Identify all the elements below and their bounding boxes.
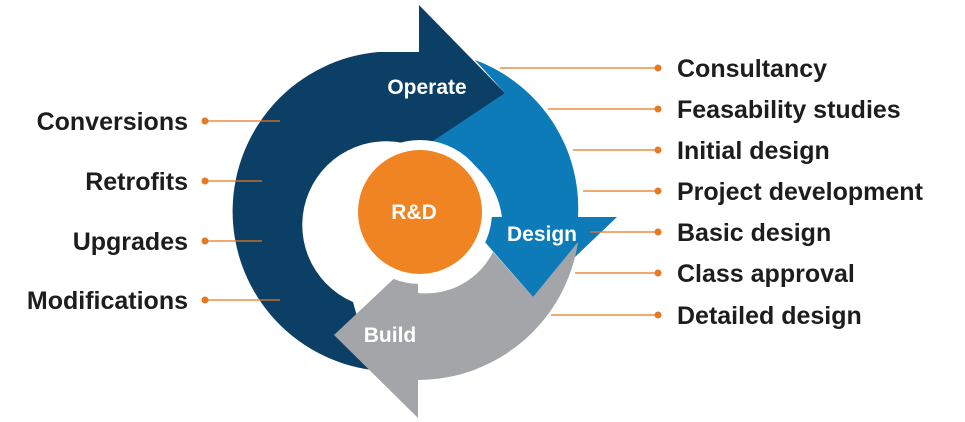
operate-arrow xyxy=(232,5,506,370)
right-item-consultancy: Consultancy xyxy=(677,55,827,83)
left-item-retrofits: Retrofits xyxy=(85,168,188,196)
right-item-initial-design: Initial design xyxy=(677,137,830,165)
left-item: Conversions xyxy=(37,108,280,136)
design-arrow xyxy=(427,60,617,297)
left-item-upgrades: Upgrades xyxy=(73,228,188,256)
right-item-basic-design: Basic design xyxy=(677,219,831,247)
leader-dot xyxy=(654,146,662,154)
leader-dot xyxy=(654,187,662,195)
right-item: Project development xyxy=(583,178,924,206)
rd-label: R&D xyxy=(391,201,437,224)
right-item: Feasability studies xyxy=(548,96,901,124)
right-items: Consultancy Feasability studies Initial … xyxy=(500,55,924,330)
left-item-conversions: Conversions xyxy=(37,108,188,136)
leader-dot xyxy=(654,228,662,236)
left-item-modifications: Modifications xyxy=(27,287,188,315)
leader-dot xyxy=(654,105,662,113)
leader-dot xyxy=(201,177,209,185)
leader-dot xyxy=(201,117,209,125)
right-item-class-approval: Class approval xyxy=(677,260,855,288)
left-item: Upgrades xyxy=(73,228,262,256)
build-label: Build xyxy=(364,324,417,347)
right-item: Initial design xyxy=(573,137,830,165)
leader-dot xyxy=(654,311,662,319)
right-item: Consultancy xyxy=(500,55,827,83)
leader-dot xyxy=(201,296,209,304)
left-item: Retrofits xyxy=(85,168,262,196)
leader-dot xyxy=(654,269,662,277)
left-items: Conversions Retrofits Upgrades Modificat… xyxy=(27,108,280,315)
operate-label: Operate xyxy=(387,76,466,99)
leader-dot xyxy=(201,237,209,245)
right-item-detailed-design: Detailed design xyxy=(677,302,862,330)
right-item: Detailed design xyxy=(551,302,862,330)
right-item: Basic design xyxy=(590,219,831,247)
design-label: Design xyxy=(507,223,577,246)
build-arrow xyxy=(334,242,578,418)
left-item: Modifications xyxy=(27,287,280,315)
leader-dot xyxy=(654,64,662,72)
rd-center-disc xyxy=(358,150,482,274)
right-item: Class approval xyxy=(575,260,855,288)
right-item-feasability-studies: Feasability studies xyxy=(677,96,901,124)
right-item-project-development: Project development xyxy=(677,178,924,206)
